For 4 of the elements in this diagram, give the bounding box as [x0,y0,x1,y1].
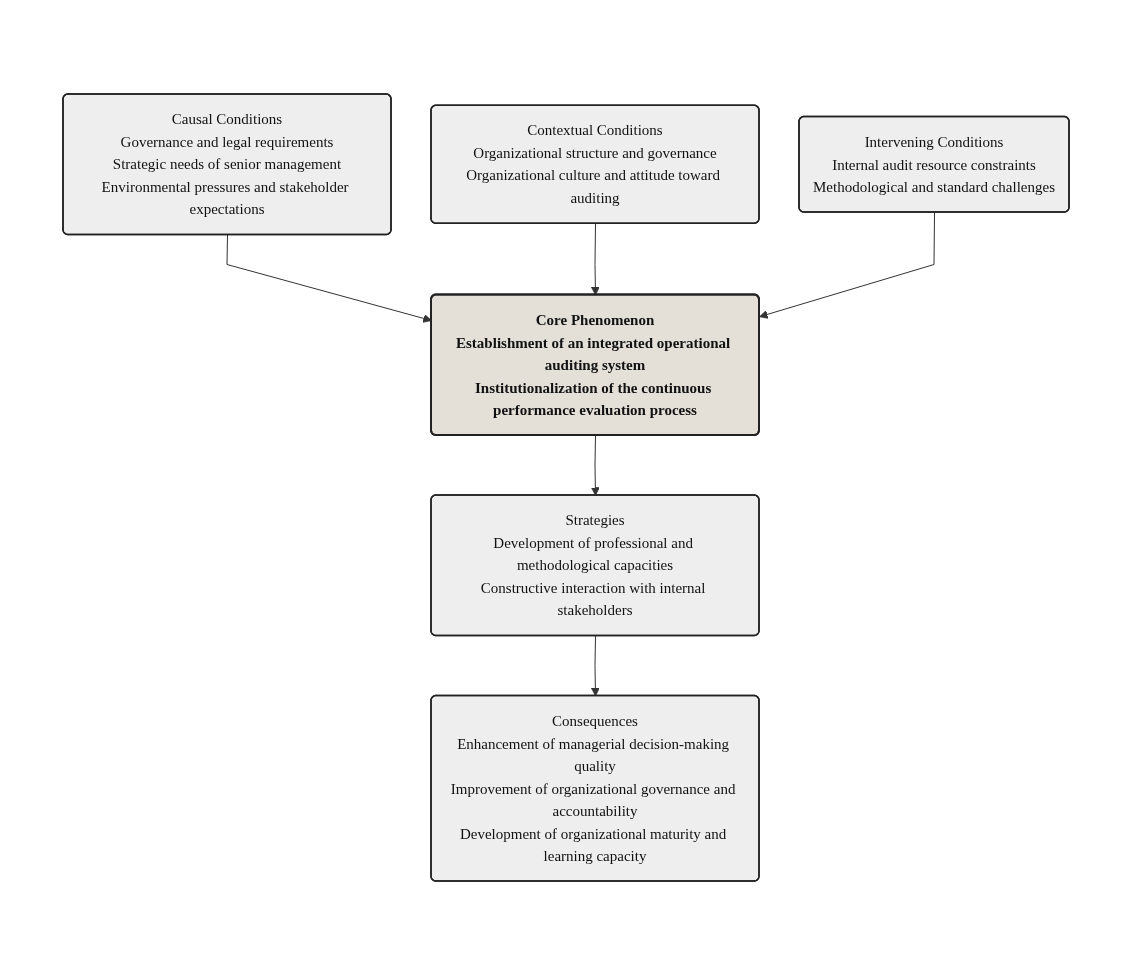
arrow [591,434,601,496]
arrow [759,211,936,319]
arrow [591,635,601,696]
arrow [591,222,601,295]
